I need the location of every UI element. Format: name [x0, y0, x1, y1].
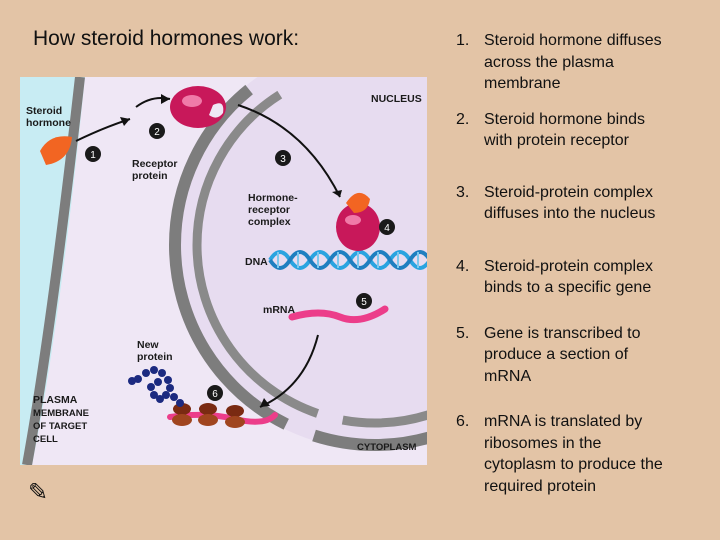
receptor-protein-shape	[170, 86, 226, 128]
plasma-membrane	[22, 77, 85, 465]
label-steroid-hormone-1: Steroid	[26, 105, 62, 117]
step-4-line-2: binds to a specific gene	[484, 279, 652, 296]
label-steroid-hormone-2: hormone	[26, 117, 71, 129]
slide-title: How steroid hormones work:	[33, 27, 300, 50]
pencil-circle-icon: ✎	[28, 479, 49, 506]
step-1-line-3: membrane	[484, 75, 561, 92]
label-mrna: mRNA	[263, 304, 296, 316]
step-6-number: 6.	[456, 413, 470, 430]
label-complex-1: Hormone-	[248, 192, 298, 204]
label-plasma-membrane-4: CELL	[33, 434, 58, 445]
nuclear-envelope-inner	[192, 77, 427, 428]
marker-1: 1	[90, 150, 96, 161]
marker-6: 6	[212, 389, 218, 400]
label-complex-2: receptor	[248, 204, 290, 216]
step-3-line-1: Steroid-protein complex	[484, 183, 653, 201]
new-protein-chain	[128, 366, 184, 407]
step-6: 6. mRNA is translated by ribosomes in th…	[456, 411, 706, 497]
arrowheads	[120, 94, 342, 407]
step-6-line-1: mRNA is translated by	[484, 413, 643, 430]
label-plasma-membrane-1: PLASMA	[33, 394, 78, 406]
mrna-strand	[288, 305, 389, 324]
nuclear-envelope	[169, 77, 427, 451]
step-2-line-1: Steroid hormone binds	[484, 110, 645, 128]
step-6-line-3: cytoplasm to produce the	[484, 456, 663, 473]
ribosomes	[172, 403, 245, 428]
label-complex-3: complex	[248, 216, 291, 228]
step-1-line-2: across the plasma	[484, 53, 614, 71]
label-cytoplasm: CYTOPLASM	[357, 442, 417, 453]
step-5-line-3: mRNA	[484, 367, 532, 385]
step-3-line-2: diffuses into the nucleus	[484, 205, 656, 222]
steroid-hormone-diagram: 1 2 3 4 5 6 Steroid hormone Receptor pro…	[20, 77, 427, 465]
marker-4: 4	[384, 223, 390, 234]
step-6-line-4: required protein	[484, 477, 597, 495]
step-1: 1. Steroid hormone diffuses across the p…	[456, 30, 706, 95]
label-nucleus: NUCLEUS	[371, 93, 422, 105]
marker-2: 2	[154, 127, 160, 138]
label-new-protein-2: protein	[137, 351, 173, 363]
step-1-number: 1.	[456, 32, 470, 49]
step-4: 4. Steroid-protein complex binds to a sp…	[456, 256, 706, 299]
step-4-line-1: Steroid-protein complex	[484, 257, 653, 275]
step-1-line-1: Steroid hormone diffuses	[484, 32, 662, 49]
step-3: 3. Steroid-protein complex diffuses into…	[456, 182, 706, 225]
diagram-svg: 1 2 3 4 5 6 Steroid hormone Receptor pro…	[20, 77, 427, 465]
step-3-number: 3.	[456, 183, 470, 201]
dna-helix	[268, 250, 427, 270]
step-2-line-2: with protein receptor	[484, 132, 629, 149]
label-receptor-protein-1: Receptor	[132, 158, 178, 170]
label-plasma-membrane-3: OF TARGET	[33, 421, 87, 432]
step-5: 5. Gene is transcribed to produce a sect…	[456, 323, 706, 388]
label-new-protein-1: New	[137, 339, 159, 351]
step-2-number: 2.	[456, 110, 470, 128]
label-dna: DNA	[245, 256, 268, 268]
step-4-number: 4.	[456, 257, 470, 275]
step-2: 2. Steroid hormone binds with protein re…	[456, 109, 706, 152]
steroid-hormone-shape	[40, 136, 72, 165]
marker-5: 5	[361, 297, 367, 308]
label-plasma-membrane-2: MEMBRANE	[33, 408, 89, 419]
step-6-line-2: ribosomes in the	[484, 434, 602, 452]
step-5-line-1: Gene is transcribed to	[484, 324, 641, 342]
marker-3: 3	[280, 154, 286, 165]
steps-list: 1. Steroid hormone diffuses across the p…	[456, 30, 706, 497]
step-markers: 1 2 3 4 5 6	[85, 123, 395, 401]
step-5-line-2: produce a section of	[484, 346, 629, 363]
hormone-receptor-complex-shape	[336, 192, 380, 251]
step-5-number: 5.	[456, 324, 470, 342]
label-receptor-protein-2: protein	[132, 170, 168, 182]
